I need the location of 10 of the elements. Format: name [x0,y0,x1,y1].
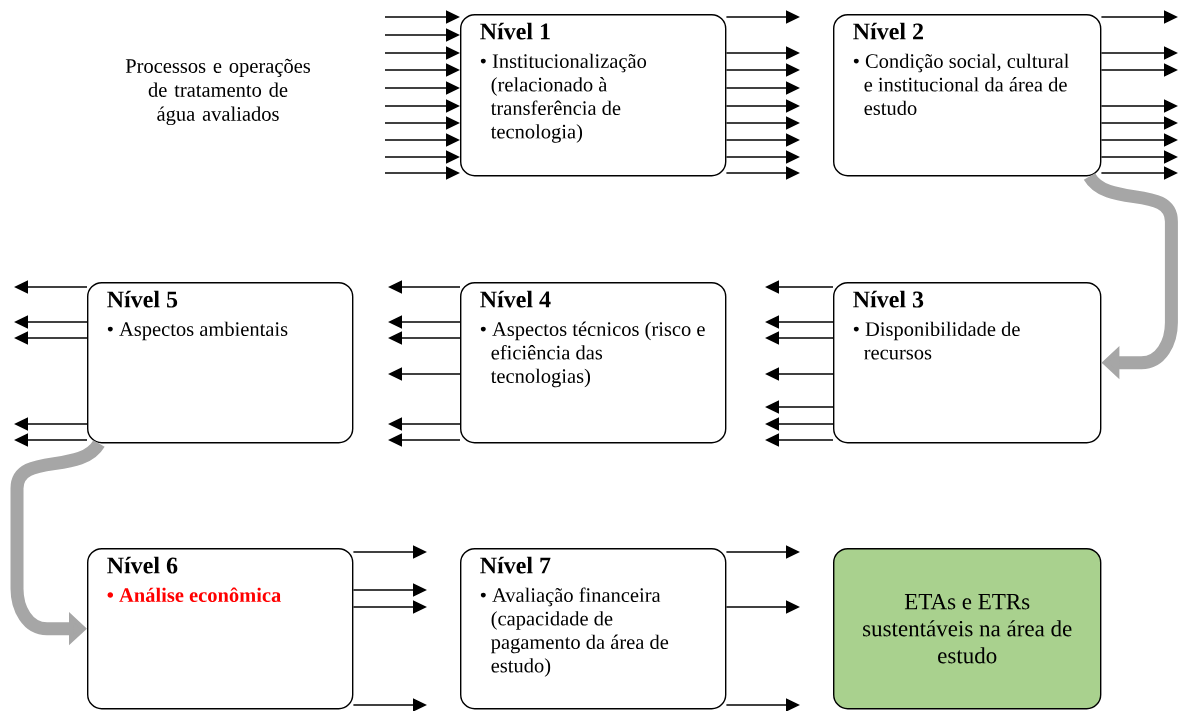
block-arrow [1084,172,1178,380]
level-box: Nível 5 • Aspectos ambientais [87,282,354,444]
level-box: Nível 2 • Condição social, cultural e institucional da área de estudo [833,14,1102,177]
level-box: Nível 4 • Aspectos técnicos (risco e eficiência das tecnologias) [460,282,727,444]
caption-text: Processos e operações de tratamento de água avaliados [125,58,311,126]
level-box: Nível 7 • Avaliação financeira (capacidade de pagamento da área de estudo) [460,548,727,710]
level-box: Nível 1 • Institucionalização (relacionado à transferência de tecnologia) [460,14,727,177]
result-box: ETAs e ETRs sustentáveis na área de estudo [833,548,1102,710]
level-box: Nível 3 • Disponibilidade de recursos [833,282,1102,444]
level-box: Nível 6 • Análise econômica [87,548,354,710]
